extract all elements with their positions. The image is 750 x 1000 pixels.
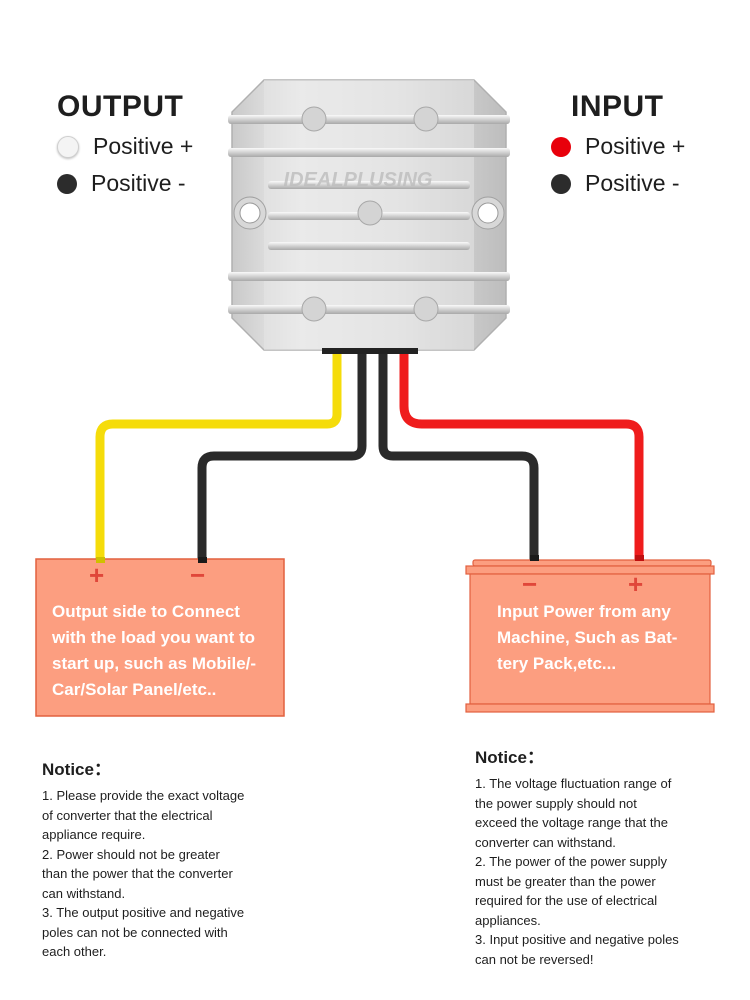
battery-minus-terminal: − [522, 569, 538, 599]
notice-line: can withstand. [42, 885, 126, 901]
yellow-output-positive-wire [95, 354, 342, 560]
notice-line: required for the use of electrical [475, 893, 658, 908]
black-dot-icon [551, 173, 571, 194]
notice-line: 1. Please provide the exact voltage [42, 788, 245, 803]
notice-line: 3. Input positive and negative poles [475, 932, 679, 947]
device-screws [301, 106, 439, 322]
output-legend-negative: Positive - [57, 170, 186, 197]
battery-text-line: Input Power from any [497, 602, 671, 621]
legend-label: Positive + [93, 133, 194, 159]
load-box [35, 557, 285, 717]
notice-line: of converter that the electrical [42, 807, 213, 823]
notice-line: the power supply should not [475, 795, 637, 811]
battery-box [465, 555, 715, 713]
notice-line: 2. Power should not be greater [42, 846, 220, 862]
notice-line: 3. The output positive and negative [42, 905, 245, 920]
load-text-line: Car/Solar Panel/etc.. [52, 680, 217, 699]
battery-plus-terminal: + [628, 569, 644, 599]
load-text-line: start up, such as Mobile/- [52, 654, 257, 673]
notice-line: appliances. [475, 912, 541, 928]
notice-line: converter can withstand. [475, 834, 616, 850]
cable-grommet [322, 348, 418, 354]
notice-line: must be greater than the power [475, 873, 656, 889]
legend-label: Positive - [585, 170, 680, 196]
battery-text-line: Machine, Such as Bat- [497, 628, 678, 647]
red-input-positive-wire [399, 354, 644, 560]
output-legend-positive: Positive + [57, 133, 193, 160]
wires [95, 354, 644, 560]
notice-body: 1. Please provide the exact voltage of c… [42, 786, 282, 962]
notice-title: Notice： [475, 748, 544, 767]
input-legend-negative: Positive - [551, 170, 680, 197]
notice-line: can not be reversed! [475, 951, 594, 967]
notice-line: each other. [42, 944, 107, 959]
load-text-line: with the load you want to [52, 628, 256, 647]
white-dot-icon [57, 135, 79, 158]
red-dot-icon [551, 136, 571, 157]
output-legend-title: OUTPUT [57, 90, 184, 123]
notice-line: than the power that the converter [42, 866, 233, 881]
notice-line: exceed the voltage range that the [475, 815, 668, 830]
load-text-line: Output side to Connect [52, 602, 240, 621]
black-input-negative-wire [378, 354, 539, 560]
heatsink-fins [228, 115, 510, 314]
legend-label: Positive - [91, 170, 186, 196]
mounting-holes [233, 196, 505, 230]
notice-body: 1. The voltage fluctuation range of the … [475, 774, 725, 969]
notice-line: appliance require. [42, 827, 146, 842]
notice-line: 2. The power of the power supply [475, 854, 667, 869]
dc-converter-device: IDEALPLUSING [228, 79, 510, 354]
load-plus-terminal: + [89, 560, 105, 590]
brand-watermark: IDEALPLUSING [284, 169, 433, 191]
black-dot-icon [57, 173, 77, 194]
notice-left: Notice： 1. Please provide the exact volt… [42, 755, 282, 962]
notice-line: 1. The voltage fluctuation range of [475, 776, 672, 791]
battery-box-text: Input Power from any Machine, Such as Ba… [497, 599, 702, 677]
legend-label: Positive + [585, 133, 686, 159]
battery-text-line: tery Pack,etc... [497, 654, 617, 673]
notice-right: Notice： 1. The voltage fluctuation range… [475, 743, 725, 969]
notice-line: poles can not be connected with [42, 924, 228, 940]
input-legend-positive: Positive + [551, 133, 685, 160]
black-output-negative-wire [197, 354, 367, 560]
notice-title: Notice： [42, 760, 111, 779]
load-box-text: Output side to Connect with the load you… [52, 599, 277, 703]
input-legend-title: INPUT [571, 90, 664, 123]
load-minus-terminal: − [190, 560, 206, 590]
